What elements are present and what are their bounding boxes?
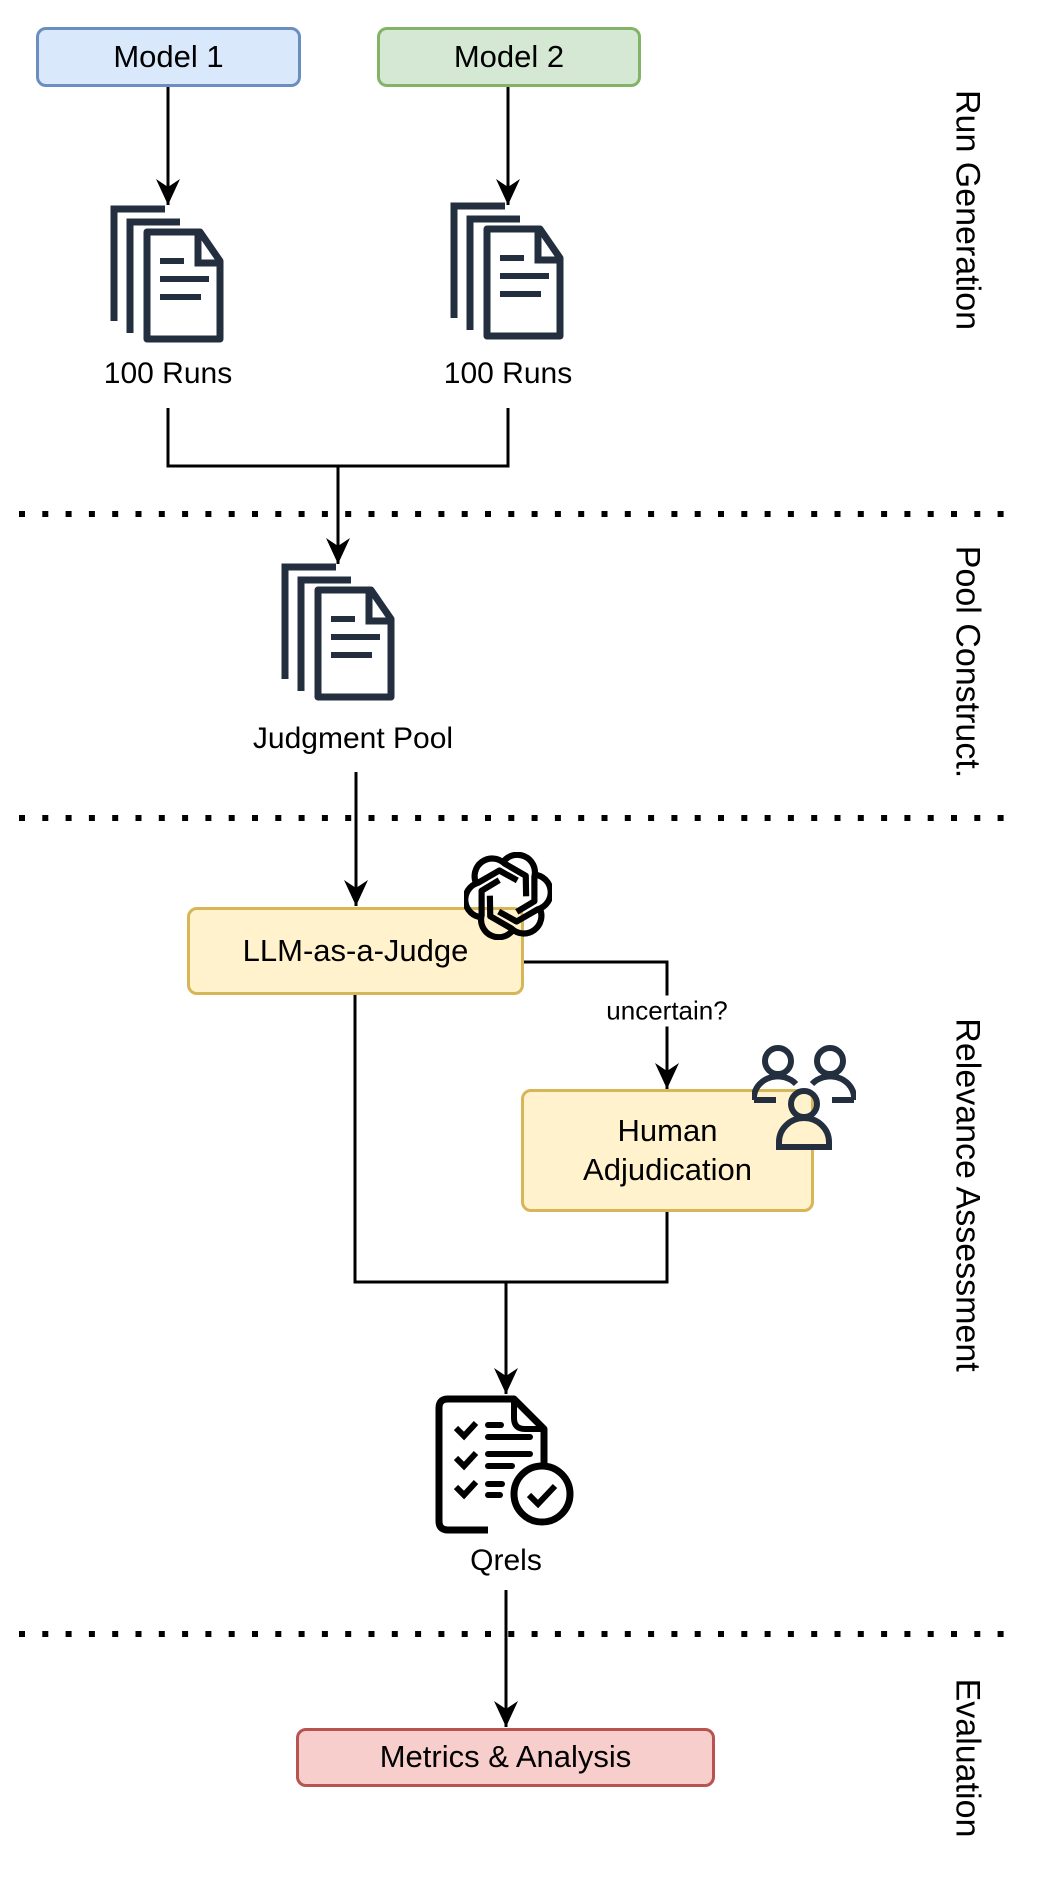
judgment-pool-label: Judgment Pool (252, 722, 454, 755)
openai-logo-icon (464, 852, 552, 940)
document-stack-icon (285, 567, 391, 697)
stage-label-run-generation: Run Generation (948, 89, 987, 331)
model-1-label: Model 1 (113, 38, 224, 74)
runs-1-label: 100 Runs (103, 357, 233, 390)
metrics-analysis-node[interactable]: Metrics & Analysis (296, 1728, 715, 1787)
stage-label-pool-construct: Pool Construct. (948, 545, 987, 779)
runs-2-label: 100 Runs (443, 357, 573, 390)
document-stack-icon (454, 206, 560, 336)
checklist-document-icon (435, 1395, 574, 1534)
human-adjudication-node[interactable]: Human Adjudication (521, 1089, 814, 1212)
metrics-analysis-label: Metrics & Analysis (379, 1739, 632, 1775)
document-stack-icon (114, 209, 220, 339)
model-1-node[interactable]: Model 1 (36, 27, 301, 87)
human-label-line2: Adjudication (583, 1151, 752, 1187)
stage-label-evaluation: Evaluation (948, 1678, 987, 1838)
model-2-node[interactable]: Model 2 (377, 27, 641, 87)
uncertain-edge-label: uncertain? (604, 995, 730, 1027)
edge-judgments-merge (353, 995, 669, 1284)
qrels-label: Qrels (470, 1544, 542, 1577)
edge-llm-human (524, 960, 679, 1089)
human-label-line1: Human (617, 1112, 718, 1148)
edge-runs-merge (166, 408, 510, 468)
stage-label-relevance-assessment: Relevance Assessment (948, 1018, 987, 1372)
people-group-icon (752, 1045, 856, 1150)
model-2-label: Model 2 (453, 38, 565, 74)
llm-judge-label: LLM-as-a-Judge (242, 932, 469, 968)
llm-judge-node[interactable]: LLM-as-a-Judge (187, 907, 524, 995)
